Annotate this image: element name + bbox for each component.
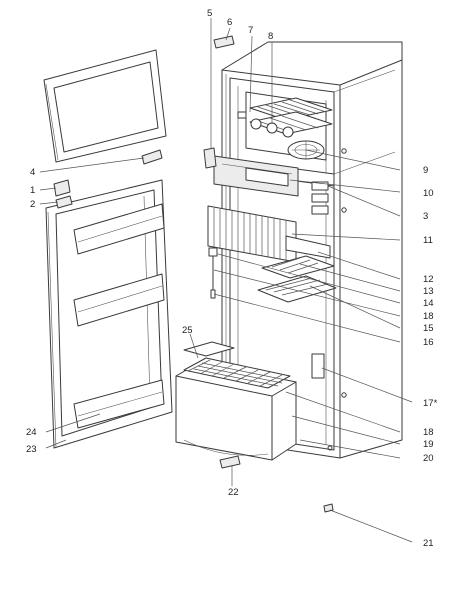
callout-6: 6 [227, 17, 232, 28]
freezer-door-frame [43, 49, 167, 163]
callout-10: 10 [423, 188, 434, 199]
callout-19: 19 [423, 439, 434, 450]
callout-14: 14 [423, 298, 434, 309]
door-shelves [73, 203, 165, 429]
callout-11: 11 [423, 235, 433, 246]
callout-9: 9 [423, 165, 428, 176]
callout-21: 21 [423, 538, 434, 549]
callout-4: 4 [30, 167, 35, 178]
callout-23: 23 [26, 444, 37, 455]
callout-8: 8 [268, 31, 273, 42]
callout-18b: 18 [423, 427, 434, 438]
control-panel [213, 155, 299, 197]
hinge-bracket-top [213, 35, 235, 49]
door-stop-5 [203, 147, 217, 169]
callout-16: 16 [423, 337, 434, 348]
temperature-probe [208, 247, 218, 299]
callout-17: 17* [423, 398, 438, 409]
callout-5: 5 [207, 8, 212, 19]
callout-18a: 18 [423, 311, 434, 322]
callout-20: 20 [423, 453, 434, 464]
door-hinge [53, 179, 73, 209]
callout-22: 22 [228, 487, 239, 498]
callout-13: 13 [423, 286, 434, 297]
callout-2: 2 [30, 199, 35, 210]
callout-24: 24 [26, 427, 37, 438]
ventilation-grille [311, 353, 325, 379]
callout-1: 1 [30, 185, 35, 196]
switches [311, 181, 329, 215]
leader-lines [39, 18, 413, 543]
callout-12: 12 [423, 274, 434, 285]
callout-labels: 1 2 3 4 5 6 7 8 9 10 11 12 13 14 15 16 1… [26, 8, 438, 549]
control-knobs [237, 111, 294, 138]
vegetable-bin [175, 357, 297, 461]
callout-7: 7 [248, 25, 253, 36]
hinge-bracket-bottom [219, 455, 241, 469]
hinge-part [141, 149, 163, 165]
callout-25: 25 [182, 325, 193, 336]
callout-15: 15 [423, 323, 434, 334]
callout-3: 3 [423, 211, 428, 222]
middle-shelf [257, 275, 337, 303]
drip-tray [261, 255, 335, 279]
